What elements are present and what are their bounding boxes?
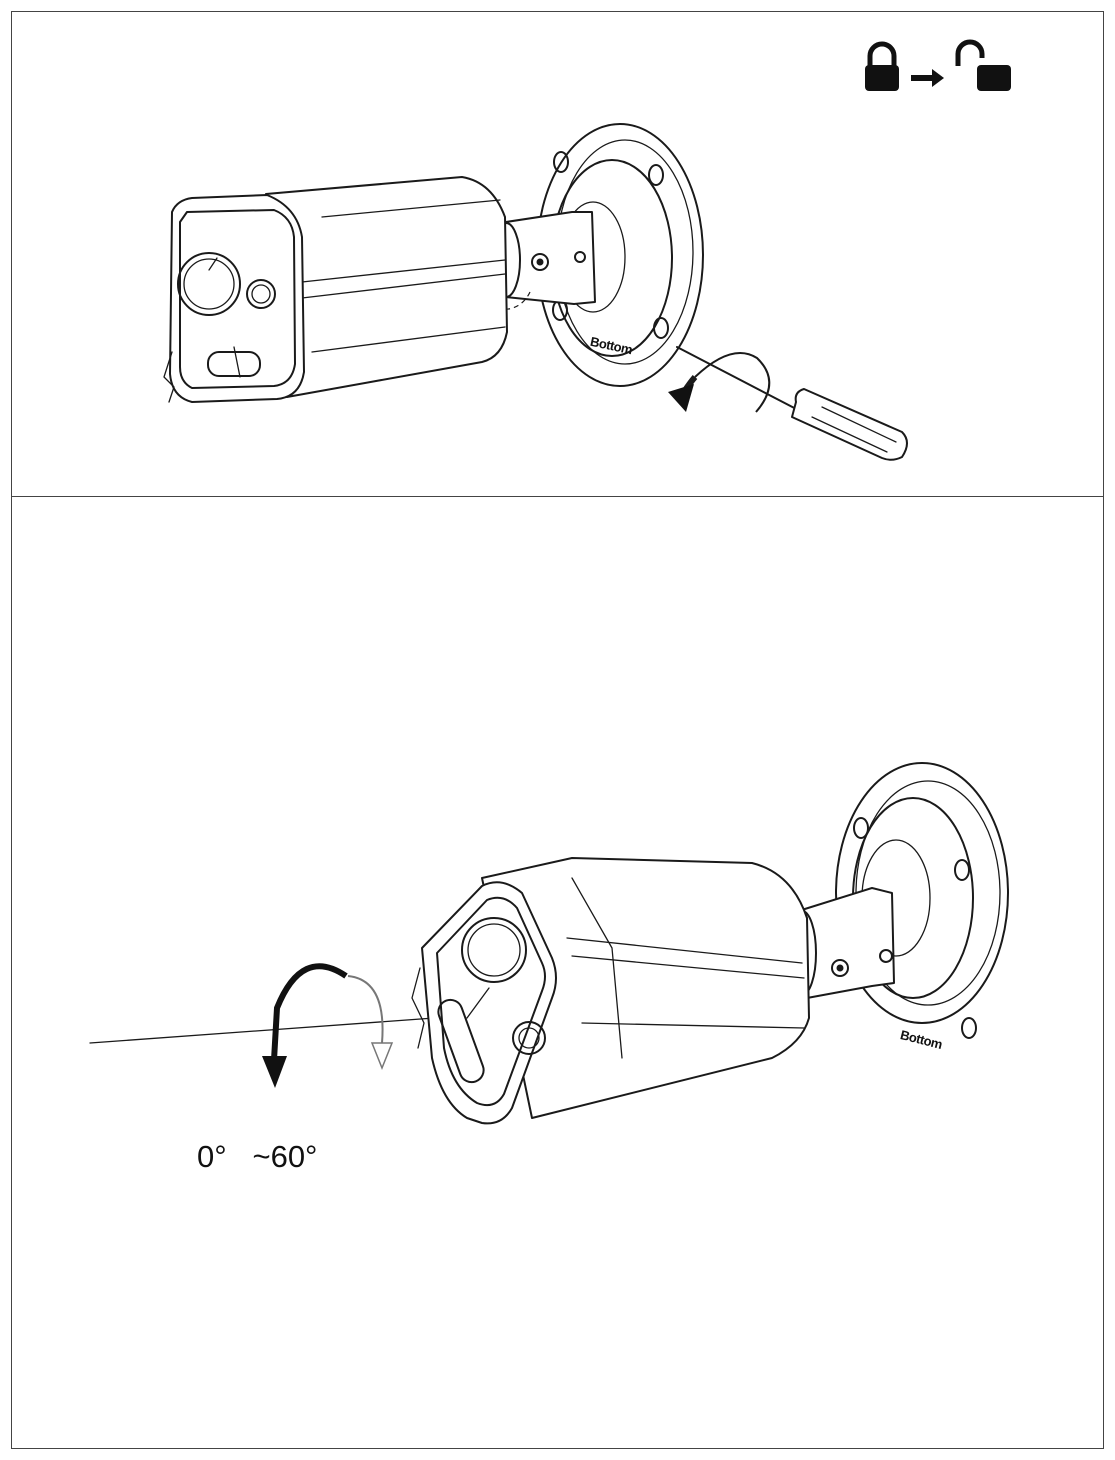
- tilt-direction-arrow-outline: [347, 975, 394, 1071]
- lock-open-icon: [955, 39, 1011, 91]
- arrow-right-icon: [911, 69, 944, 87]
- tilt-angle-label: 0° ~60°: [197, 1139, 318, 1174]
- camera-body: [411, 857, 810, 1125]
- screwdriver: [676, 346, 908, 461]
- bottom-panel-illustration: [89, 762, 1009, 1125]
- unscrew-direction-arrow: [668, 352, 771, 413]
- figure-frame: Bottom: [11, 11, 1104, 1449]
- panel-divider: [12, 496, 1103, 497]
- camera-body: [163, 176, 508, 403]
- bottom-panel-tilt-step: Bottom 0° ~60°: [12, 498, 1103, 1448]
- top-panel-unlock-step: Bottom: [12, 12, 1103, 496]
- top-panel-illustration: [163, 39, 1011, 461]
- lock-closed-icon: [865, 41, 899, 91]
- tilt-direction-arrow-filled: [262, 963, 348, 1088]
